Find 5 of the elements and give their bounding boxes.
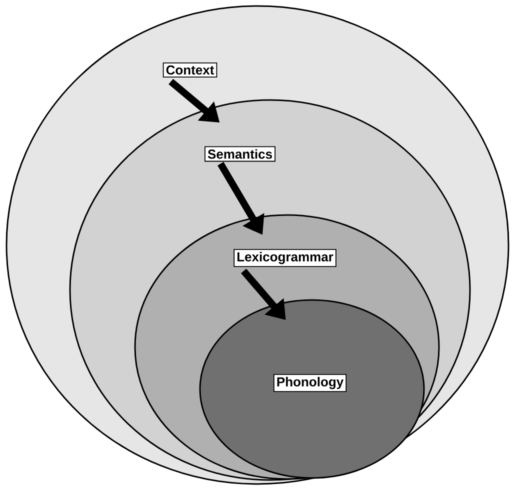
ellipse (199, 299, 425, 479)
label-box: Phonology (273, 374, 347, 392)
label-box: Context (162, 62, 218, 78)
label-box: Semantics (204, 146, 276, 162)
label-box: Lexicogrammar (234, 248, 336, 268)
